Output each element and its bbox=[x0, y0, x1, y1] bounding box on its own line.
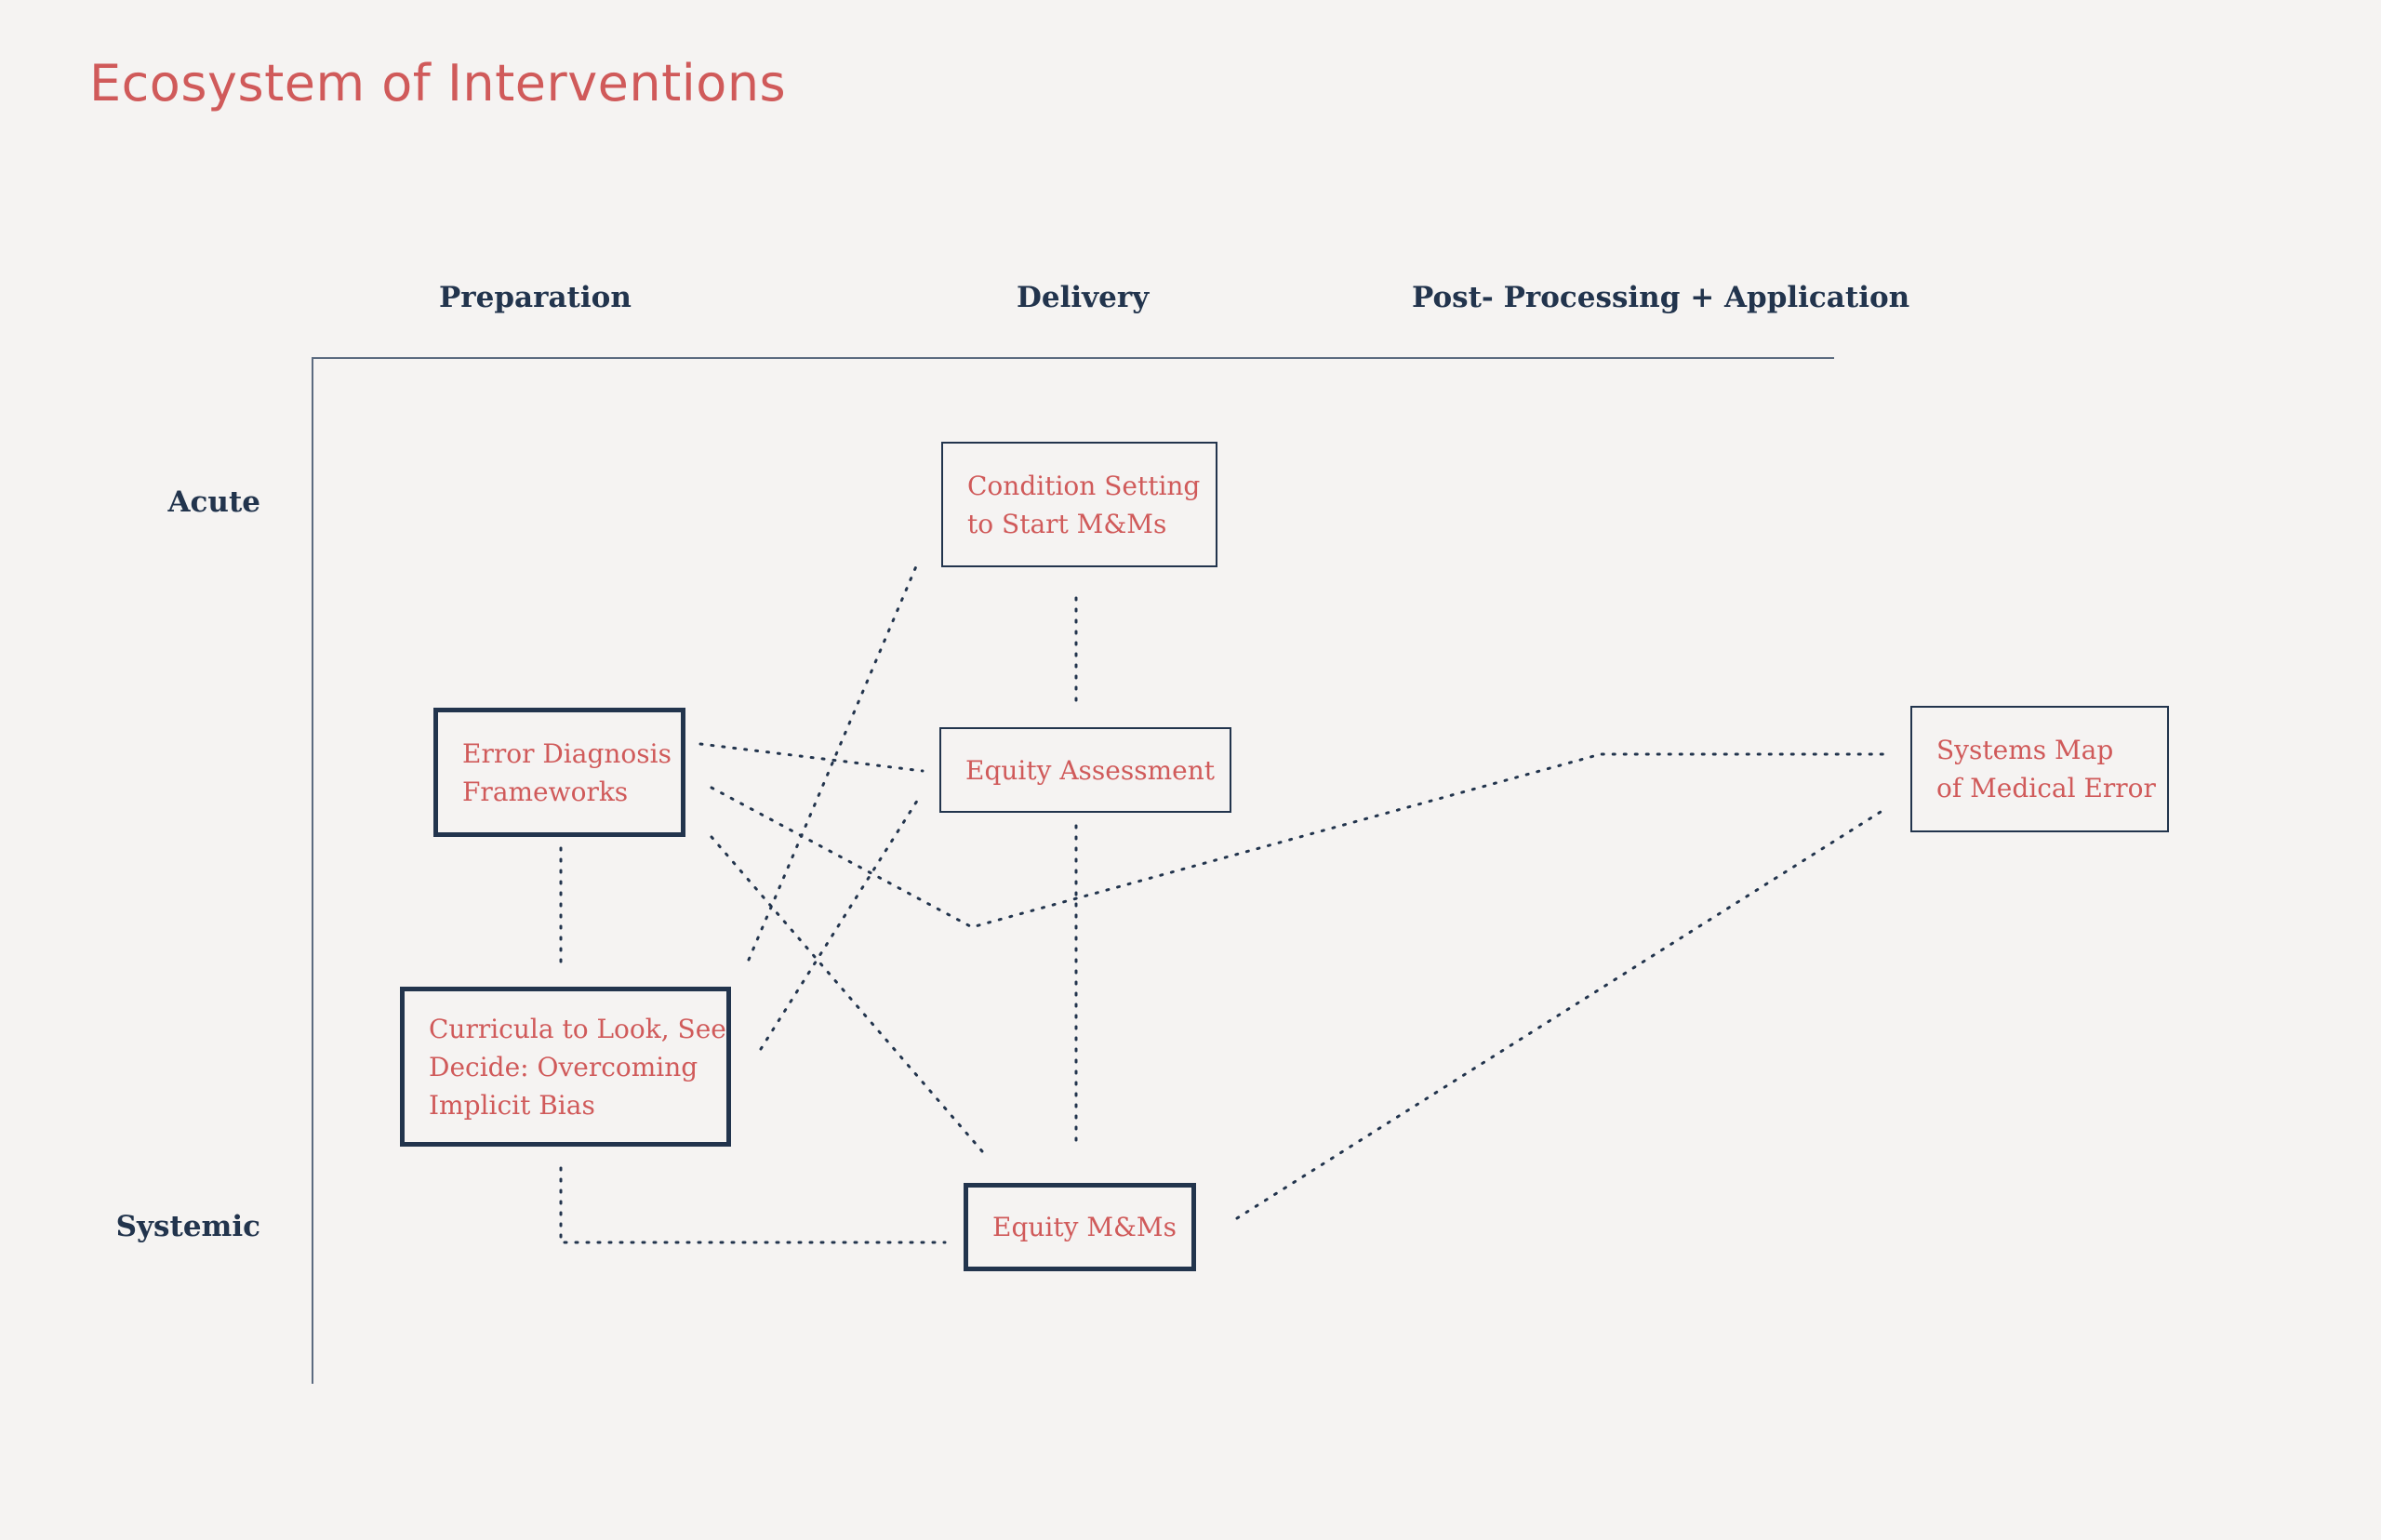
node-curricula: Curricula to Look, See Decide: Overcomin… bbox=[400, 987, 731, 1147]
connector-error-diagnosis-to-equity-assessment bbox=[698, 742, 924, 773]
row-header-systemic: Systemic bbox=[115, 1210, 260, 1243]
node-equity-assessment: Equity Assessment bbox=[939, 727, 1231, 813]
horizontal-axis bbox=[312, 357, 1834, 359]
connector-curricula-to-equity-mms bbox=[559, 1166, 947, 1244]
connector-curricula-to-equity-assessment bbox=[759, 796, 921, 1051]
connector-equity-mms-to-systems-map bbox=[1235, 810, 1882, 1220]
column-header-delivery: Delivery bbox=[1017, 281, 1150, 314]
connector-error-diagnosis-to-systems-map bbox=[710, 752, 1886, 929]
page-title: Ecosystem of Interventions bbox=[89, 54, 787, 113]
connector-error-diagnosis-to-equity-mms bbox=[710, 835, 990, 1160]
column-header-preparation: Preparation bbox=[439, 281, 632, 314]
vertical-axis bbox=[312, 357, 313, 1384]
node-condition-setting: Condition Setting to Start M&Ms bbox=[941, 442, 1217, 567]
node-systems-map: Systems Map of Medical Error bbox=[1910, 706, 2169, 832]
node-equity-mms: Equity M&Ms bbox=[964, 1183, 1196, 1271]
column-header-post-processing: Post- Processing + Application bbox=[1412, 281, 1910, 314]
node-error-diagnosis-frameworks: Error Diagnosis Frameworks bbox=[433, 708, 685, 837]
row-header-acute: Acute bbox=[167, 485, 260, 519]
